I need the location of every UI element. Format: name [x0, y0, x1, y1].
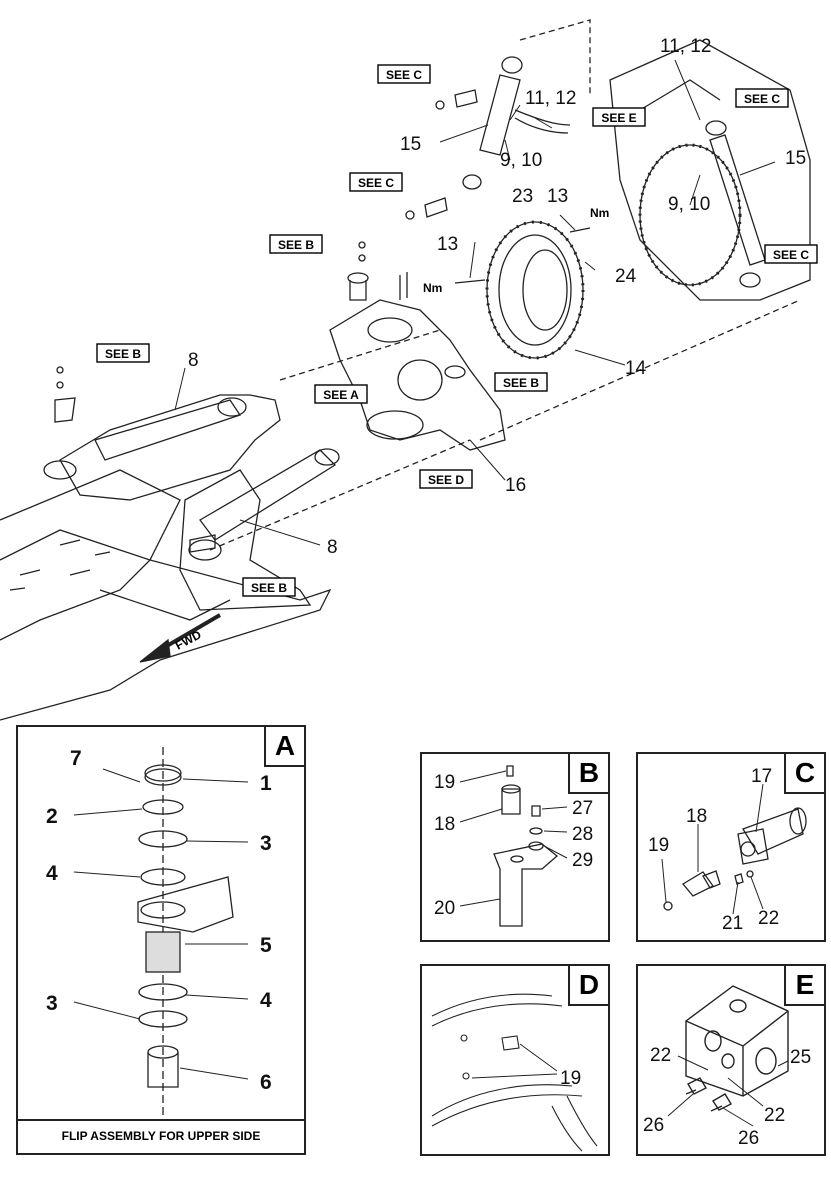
- label-13-right: 13: [547, 186, 568, 207]
- panel-c-drawing: 17 18 19 21 22: [648, 766, 807, 934]
- label-a-4-top: 4: [46, 862, 58, 885]
- see-c-callout-right-top[interactable]: SEE C: [735, 88, 789, 108]
- chassis-plate: [0, 529, 152, 641]
- label-11-12-top: 11, 12: [525, 88, 576, 109]
- svg-text:SEE B: SEE B: [251, 581, 287, 595]
- panel-b-drawing: 19 18 27 28 29 20: [434, 765, 593, 927]
- panel-a-drawing: 7 1 2 3 4 5 4 3 6: [46, 747, 272, 1117]
- label-a-7: 7: [70, 747, 82, 770]
- label-a-4-bottom: 4: [260, 989, 272, 1012]
- svg-text:SEE A: SEE A: [323, 388, 359, 402]
- panel-letter-b: B: [568, 754, 608, 794]
- panel-letter-a: A: [264, 727, 304, 767]
- label-a-3-bottom: 3: [46, 992, 58, 1015]
- label-c-19: 19: [648, 835, 669, 856]
- label-b-27: 27: [572, 798, 593, 819]
- svg-text:SEE C: SEE C: [773, 248, 809, 262]
- label-e-26-right: 26: [738, 1128, 759, 1149]
- label-c-17: 17: [751, 766, 772, 787]
- svg-text:SEE B: SEE B: [503, 376, 539, 390]
- svg-text:SEE B: SEE B: [278, 238, 314, 252]
- see-c-callout-right-bottom[interactable]: SEE C: [764, 244, 818, 264]
- nm-label-right: Nm: [590, 206, 609, 220]
- see-b-callout-top[interactable]: SEE B: [269, 234, 323, 254]
- see-b-callout-knuckle[interactable]: SEE B: [494, 372, 548, 392]
- label-c-22: 22: [758, 908, 779, 929]
- label-15-right: 15: [785, 148, 806, 169]
- upper-arm: [59, 394, 281, 501]
- detail-panel-e: E 22 25 22 26 26: [636, 964, 826, 1156]
- label-b-19: 19: [434, 772, 455, 793]
- axle-housing: [609, 39, 811, 301]
- svg-text:SEE D: SEE D: [428, 473, 464, 487]
- panel-a-caption: FLIP ASSEMBLY FOR UPPER SIDE: [18, 1119, 304, 1153]
- label-c-18: 18: [686, 806, 707, 827]
- see-d-callout[interactable]: SEE D: [419, 469, 473, 489]
- label-e-26-left: 26: [643, 1115, 664, 1136]
- see-b-callout-bottom[interactable]: SEE B: [242, 577, 296, 597]
- svg-text:SEE B: SEE B: [105, 347, 141, 361]
- steering-knuckle-16: [329, 299, 506, 451]
- label-b-29: 29: [572, 850, 593, 871]
- detail-panel-d: D 19: [420, 964, 610, 1156]
- detail-panel-a: A 7 1 2 3 4 5 4 3 6 FLIP ASSEMBLY FOR UP…: [16, 725, 306, 1155]
- panel-letter-d: D: [568, 966, 608, 1006]
- detail-panel-c: C 17 18 19 21 22: [636, 752, 826, 942]
- label-a-1: 1: [260, 772, 272, 795]
- see-e-callout[interactable]: SEE E: [592, 107, 646, 127]
- label-b-18: 18: [434, 814, 455, 835]
- label-b-20: 20: [434, 898, 455, 919]
- nm-label-left: Nm: [423, 281, 442, 295]
- label-b-28: 28: [572, 824, 593, 845]
- label-24: 24: [615, 266, 637, 287]
- cylinder-15-top: [479, 74, 521, 156]
- detail-panel-b: B 19 18 27 28 29 20: [420, 752, 610, 942]
- svg-text:SEE C: SEE C: [744, 92, 780, 106]
- label-11-12-right: 11, 12: [660, 36, 711, 57]
- label-e-22-left: 22: [650, 1045, 671, 1066]
- label-9-10-right: 9, 10: [668, 194, 710, 215]
- svg-text:SEE C: SEE C: [358, 176, 394, 190]
- label-15-top: 15: [400, 134, 421, 155]
- exploded-axle-diagram: SEE C SEE C SEE C SEE C SEE E SEE B SEE …: [0, 19, 818, 721]
- label-e-25: 25: [790, 1047, 811, 1068]
- label-a-2: 2: [46, 805, 58, 828]
- label-16: 16: [505, 475, 526, 496]
- panel-letter-c: C: [784, 754, 824, 794]
- label-d-19: 19: [560, 1068, 581, 1089]
- label-9-10-top: 9, 10: [500, 150, 542, 171]
- panel-letter-e: E: [784, 966, 824, 1006]
- fwd-label: FWD: [173, 627, 204, 652]
- panel-e-drawing: 22 25 22 26 26: [643, 985, 811, 1149]
- label-a-3-top: 3: [260, 832, 272, 855]
- label-e-22-right: 22: [764, 1105, 785, 1126]
- see-a-callout[interactable]: SEE A: [314, 384, 368, 404]
- cylinder-8-lower: [199, 449, 337, 541]
- see-c-callout-mid[interactable]: SEE C: [349, 172, 403, 192]
- label-13-left: 13: [437, 234, 458, 255]
- chassis-frame: [0, 469, 332, 721]
- see-c-callout-top[interactable]: SEE C: [377, 64, 431, 84]
- see-b-callout-left[interactable]: SEE B: [96, 343, 150, 363]
- svg-text:SEE C: SEE C: [386, 68, 422, 82]
- label-14: 14: [625, 358, 647, 379]
- label-a-5: 5: [260, 934, 272, 957]
- label-8-upper: 8: [188, 350, 199, 371]
- cylinder-15-right: [709, 134, 766, 266]
- svg-text:SEE E: SEE E: [601, 111, 636, 125]
- label-a-6: 6: [260, 1071, 272, 1094]
- label-8-lower: 8: [327, 537, 338, 558]
- slew-ring-14: [485, 220, 585, 360]
- label-23: 23: [512, 186, 533, 207]
- fwd-arrow: [158, 613, 222, 652]
- label-c-21: 21: [722, 913, 743, 934]
- panel-d-drawing: 19: [431, 993, 598, 1152]
